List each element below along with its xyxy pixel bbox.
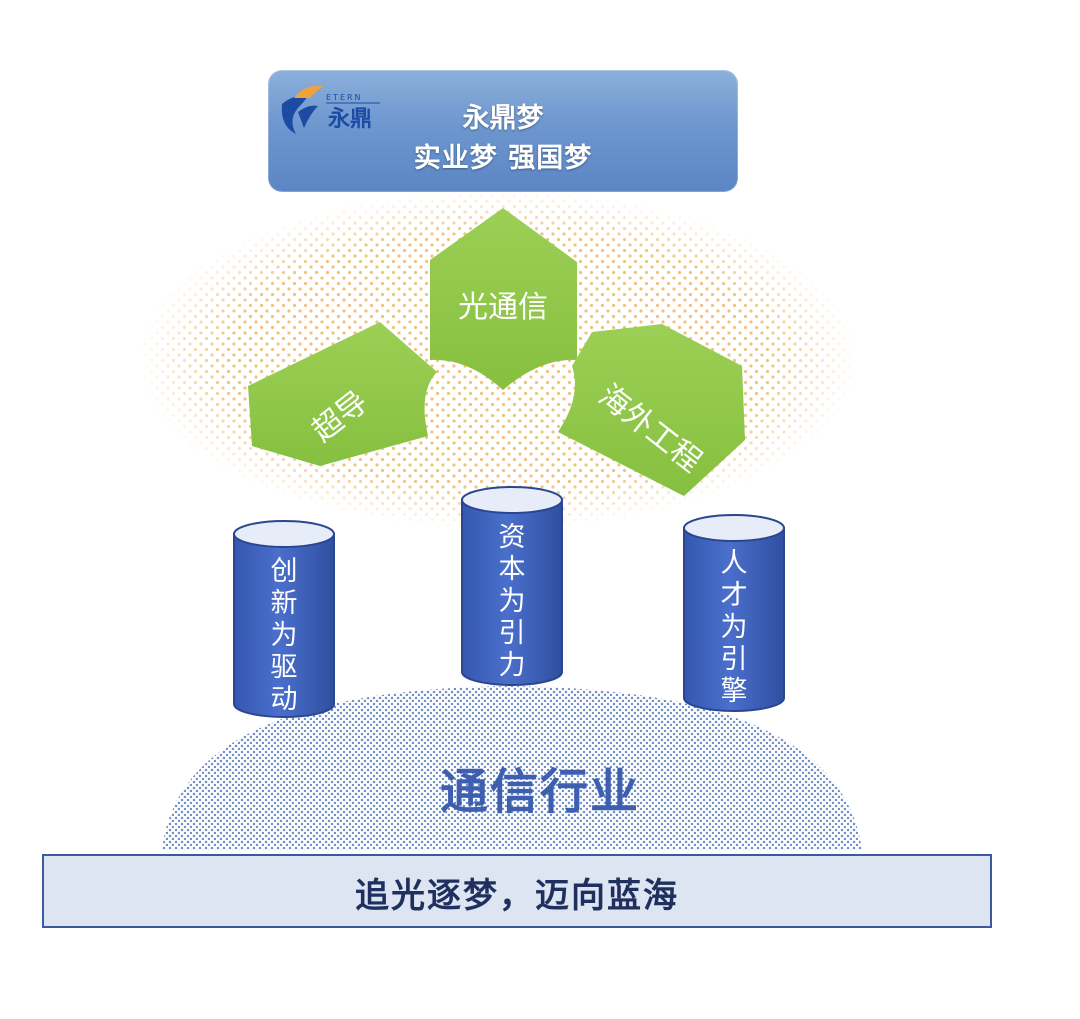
pillar-left-shape — [233, 520, 335, 718]
pillar-right-shape — [683, 514, 785, 712]
petal-left-shape — [248, 322, 437, 466]
company-logo: ETERN 永鼎 — [274, 76, 384, 140]
pillar-label-talent: 人才为引擎 — [720, 548, 748, 707]
slogan-text: 追光逐梦，迈向蓝海 — [355, 876, 679, 916]
slogan-bar: 追光逐梦，迈向蓝海 — [42, 854, 992, 928]
logo-mark-icon: ETERN 永鼎 — [281, 85, 380, 134]
logo-brand-text: ETERN — [326, 93, 363, 102]
banner-subtitle: 实业梦 强国梦 — [413, 143, 593, 174]
petal-top-shape — [430, 208, 577, 390]
header-banner: 永鼎梦 实业梦 强国梦 — [268, 70, 738, 192]
industry-title: 通信行业 — [439, 764, 640, 820]
pillar-label-innovation: 创新为驱动 — [270, 556, 298, 715]
banner-title: 永鼎梦 — [462, 103, 544, 134]
pillar-label-capital: 资本为引力 — [498, 522, 526, 681]
pillar-center-shape — [461, 486, 563, 686]
petal-label-optical-communication: 光通信 — [458, 290, 548, 325]
logo-name-text: 永鼎 — [328, 106, 372, 132]
industry-dome-shape — [162, 686, 862, 850]
petal-right-shape — [558, 324, 745, 496]
